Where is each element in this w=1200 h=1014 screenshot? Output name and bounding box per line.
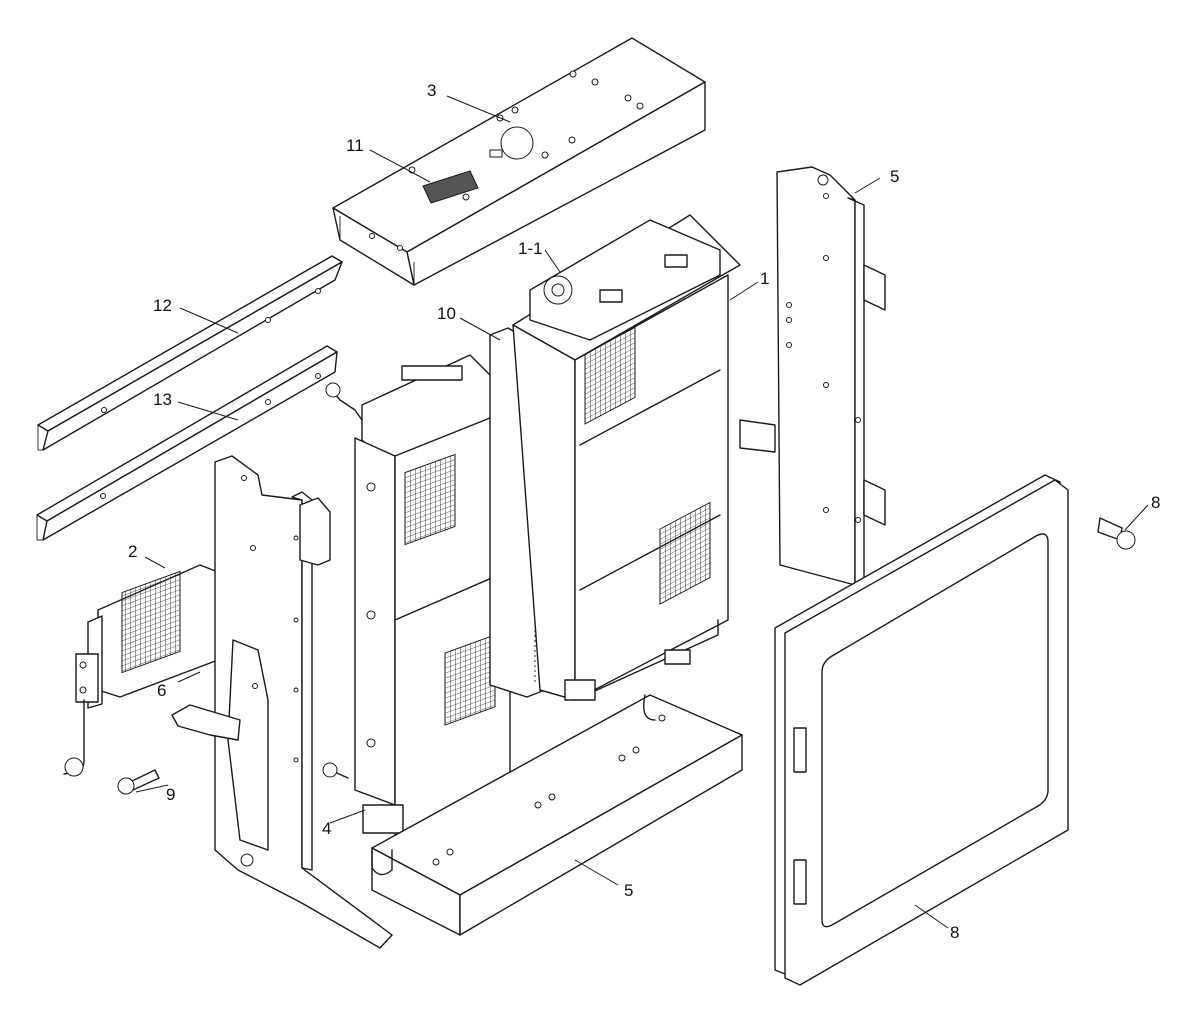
bolt-9: [1097, 517, 1136, 550]
oil-cooler-part: [322, 354, 511, 846]
lower-rail-part: [36, 345, 338, 541]
callout-1: 1: [760, 269, 769, 288]
label-plate: [422, 170, 479, 204]
main-radiator-part: [512, 214, 741, 701]
callout-2: 4: [322, 819, 331, 838]
upper-rail-part: [37, 255, 343, 451]
callout-5: 5: [624, 881, 633, 900]
callout-11: 10: [437, 304, 456, 323]
side-cooler-part: [63, 564, 219, 777]
callout-10: 9: [166, 785, 175, 804]
callout-1-1: 1-1: [518, 239, 543, 258]
callout-12: 11: [346, 136, 364, 155]
bolt-10: [117, 769, 160, 795]
callout-14: 13: [153, 390, 172, 409]
left-frame-part: [171, 455, 393, 949]
callout-7: 6: [157, 681, 166, 700]
callout-4: 3: [427, 81, 436, 100]
callout-6: 5: [890, 167, 899, 186]
callout-13: 12: [153, 296, 172, 315]
bottom-tray-part: [371, 694, 743, 936]
callout-3: 2: [128, 542, 137, 561]
callout-labels: 3 11 5 1-1 1 10 12 13 8 2 6 9 4 5 8: [128, 81, 1160, 942]
top-cover-part: [332, 37, 706, 286]
callout-8: 8: [950, 923, 959, 942]
callout-9: 8: [1151, 493, 1160, 512]
door-frame-part: [774, 474, 1069, 986]
callout-leaders: [135, 95, 1149, 929]
